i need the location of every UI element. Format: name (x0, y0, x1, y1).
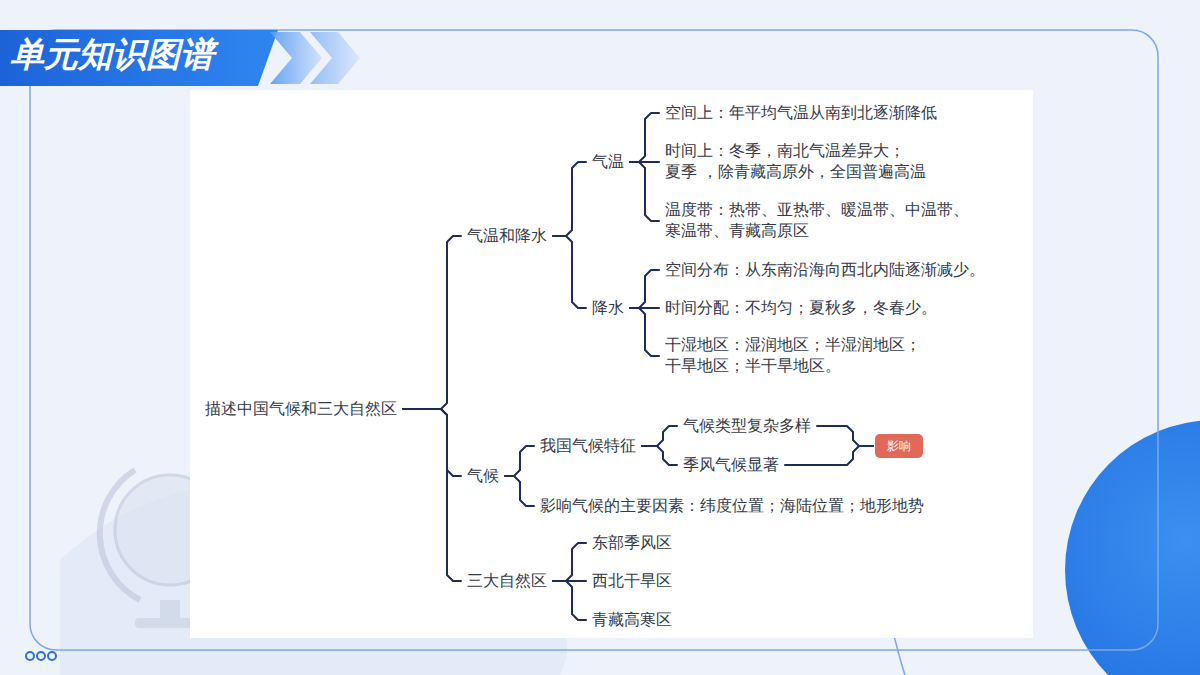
node-text: 影响 (887, 439, 911, 453)
topic-node: 时间分配：不均匀；夏秋多，冬春少。 (661, 296, 941, 321)
branch-line (817, 426, 873, 446)
topic-node: 描述中国气候和三大自然区 (201, 397, 401, 422)
frame-outline (30, 30, 1158, 650)
page-title-box: 单元知识图谱 (10, 34, 214, 75)
branch-line (642, 446, 677, 465)
page-title: 单元知识图谱 (10, 34, 214, 75)
node-text: 气温和降水 (467, 226, 547, 247)
node-text: 描述中国气候和三大自然区 (205, 399, 397, 420)
node-text: 时间分配：不均匀；夏秋多，冬春少。 (665, 298, 937, 319)
node-text: 气候 (467, 466, 499, 487)
node-text: 气候类型复杂多样 (683, 416, 811, 437)
corner-circle (1065, 420, 1200, 675)
branch-line (505, 476, 534, 506)
banner-chevrons (270, 32, 360, 84)
topic-node: 空间上：年平均气温从南到北逐渐降低 (661, 101, 941, 126)
title-banner (0, 30, 278, 86)
branch-line (630, 270, 659, 308)
branch-line (553, 236, 586, 308)
topic-node: 影响气候的主要因素：纬度位置；海陆位置；地形地势 (536, 494, 928, 519)
node-text: 影响气候的主要因素：纬度位置；海陆位置；地形地势 (540, 496, 924, 517)
topic-node: 青藏高寒区 (588, 608, 676, 633)
topic-node: 东部季风区 (588, 531, 676, 556)
branch-line (403, 236, 461, 409)
map-panel (190, 90, 1033, 638)
branch-line (403, 409, 461, 476)
node-text: 我国气候特征 (540, 436, 636, 457)
topic-node: 温度带：热带、亚热带、暖温带、中温带、 寒温带、青藏高原区 (661, 198, 981, 244)
topic-node: 气温和降水 (463, 224, 551, 249)
node-text: 降水 (592, 298, 624, 319)
topic-node: 空间分布：从东南沿海向西北内陆逐渐减少。 (661, 258, 989, 283)
node-text: 温度带：热带、亚热带、暖温带、中温带、 寒温带、青藏高原区 (665, 200, 977, 242)
node-text: 三大自然区 (467, 571, 547, 592)
topic-node: 气候 (463, 464, 503, 489)
topic-node: 我国气候特征 (536, 434, 640, 459)
topic-node: 降水 (588, 296, 628, 321)
topic-node: 三大自然区 (463, 569, 551, 594)
topic-node: 时间上：冬季，南北气温差异大； 夏季 ，除青藏高原外，全国普遍高温 (661, 139, 939, 185)
branch-line (505, 446, 534, 476)
branch-line (630, 162, 659, 221)
node-text: 东部季风区 (592, 533, 672, 554)
topic-node: 气候类型复杂多样 (679, 414, 815, 439)
topic-node: 西北干旱区 (588, 569, 676, 594)
topic-node: 季风气候显著 (679, 453, 783, 478)
dots-icon (26, 652, 56, 660)
branch-line (403, 409, 461, 581)
effect-badge: 影响 (875, 434, 923, 458)
branch-line (630, 308, 659, 356)
node-text: 空间上：年平均气温从南到北逐渐降低 (665, 103, 937, 124)
topic-node: 气温 (588, 150, 628, 175)
branch-line (785, 446, 873, 465)
node-text: 青藏高寒区 (592, 610, 672, 631)
node-text: 西北干旱区 (592, 571, 672, 592)
branch-line (553, 581, 586, 620)
branch-line (553, 543, 586, 581)
node-text: 气温 (592, 152, 624, 173)
node-text: 时间上：冬季，南北气温差异大； 夏季 ，除青藏高原外，全国普遍高温 (665, 141, 935, 183)
branch-line (630, 113, 659, 162)
node-text: 季风气候显著 (683, 455, 779, 476)
branch-line (553, 162, 586, 236)
branch-line (642, 426, 677, 446)
node-text: 空间分布：从东南沿海向西北内陆逐渐减少。 (665, 260, 985, 281)
topic-node: 干湿地区：湿润地区；半湿润地区； 干旱地区；半干旱地区。 (661, 333, 951, 379)
node-text: 干湿地区：湿润地区；半湿润地区； 干旱地区；半干旱地区。 (665, 335, 947, 377)
